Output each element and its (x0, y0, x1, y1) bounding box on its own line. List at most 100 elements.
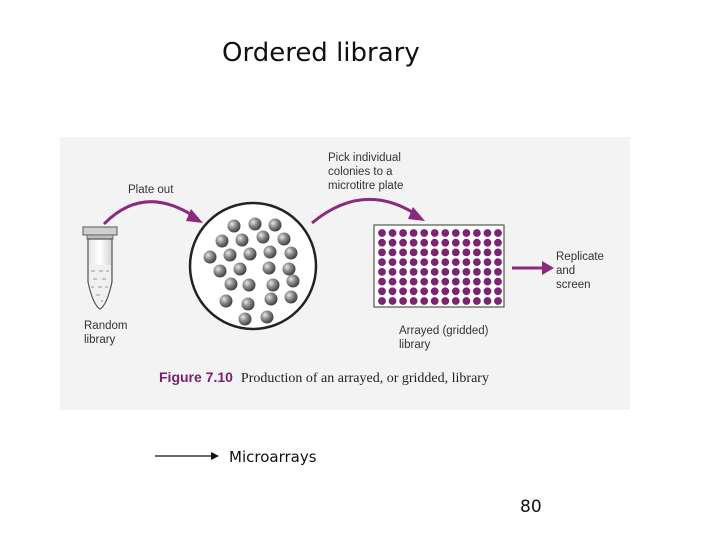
plate-well (430, 268, 439, 276)
plate-well (420, 297, 429, 305)
plate-well (409, 268, 418, 276)
plate-well (451, 268, 460, 276)
plate-well (399, 287, 407, 296)
plate-well (473, 297, 481, 305)
colonies (203, 217, 300, 326)
plate-well (420, 229, 429, 237)
replicate-screen-label: Replicate and screen (556, 251, 604, 291)
plate-well (441, 297, 450, 305)
pick-arrow (311, 198, 425, 225)
plate-well (483, 238, 492, 247)
plate-out-arrow (102, 200, 203, 226)
plate-well (420, 248, 429, 257)
plate-well (462, 268, 471, 276)
page-number: 80 (520, 497, 542, 517)
colony (286, 274, 300, 288)
plate-well (430, 238, 439, 247)
colony (241, 297, 255, 311)
plate-well (388, 229, 397, 237)
figure-7-10: Plate out Pick individual colonies to a … (60, 137, 630, 410)
arrayed-library-label: Arrayed (gridded) library (399, 325, 489, 351)
plate-well (430, 248, 439, 257)
plate-well (420, 268, 429, 276)
colony (268, 218, 282, 232)
plate-well (430, 258, 439, 266)
plate-well (451, 297, 460, 305)
plate-well (473, 268, 481, 276)
petri-dish (188, 201, 318, 331)
plate-well (441, 229, 450, 237)
plate-well (399, 238, 407, 247)
plate-well (388, 287, 397, 296)
plate-well (473, 287, 481, 296)
plate-well (399, 248, 407, 257)
random-library-label: Random library (84, 320, 128, 346)
plate-well (399, 268, 407, 276)
plate-well (451, 287, 460, 296)
plate-well (388, 258, 397, 266)
plate-well (420, 258, 429, 266)
plate-well (409, 297, 418, 305)
plate-well (462, 229, 471, 237)
plate-well (399, 229, 407, 237)
plate-well (451, 258, 460, 266)
plate-well (462, 277, 471, 286)
plate-well (399, 297, 407, 305)
slide-title: Ordered library (222, 38, 420, 68)
plate-well (441, 238, 450, 247)
plate-well (483, 258, 492, 266)
plate-well (483, 248, 492, 257)
plate-well (462, 297, 471, 305)
colony (243, 247, 257, 261)
colony (264, 292, 278, 306)
replicate-arrow (512, 261, 554, 275)
colony (203, 250, 217, 264)
plate-well (451, 248, 460, 257)
plate-well (441, 287, 450, 296)
colony (266, 278, 280, 292)
plate-well (409, 277, 418, 286)
plate-out-label: Plate out (128, 184, 174, 196)
plate-well (462, 238, 471, 247)
colony (223, 248, 237, 262)
pick-colonies-label: Pick individual colonies to a microtitre… (328, 152, 404, 192)
plate-well (494, 229, 502, 237)
plate-well (388, 277, 397, 286)
plate-well (420, 238, 429, 247)
microarrays-label: Microarrays (229, 448, 317, 466)
colony (282, 262, 296, 276)
plate-well (378, 248, 386, 257)
plate-well (494, 287, 502, 296)
plate-well (451, 238, 460, 247)
plate-well (494, 268, 502, 276)
colony (233, 262, 247, 276)
plate-well (409, 287, 418, 296)
plate-well (473, 248, 481, 257)
plate-well (388, 297, 397, 305)
plate-well (378, 287, 386, 296)
plate-well (441, 248, 450, 257)
plate-well (420, 277, 429, 286)
plate-well (494, 248, 502, 257)
colony (284, 290, 298, 304)
plate-well (451, 277, 460, 286)
plate-well (409, 248, 418, 257)
plate-well (462, 248, 471, 257)
plate-well (494, 238, 502, 247)
plate-well (399, 258, 407, 266)
microtitre-plate (373, 224, 505, 308)
colony (262, 261, 276, 275)
colony (284, 246, 298, 260)
plate-well (473, 238, 481, 247)
plate-well (378, 238, 386, 247)
plate-well (388, 268, 397, 276)
plate-well (430, 287, 439, 296)
plate-well (441, 277, 450, 286)
plate-well (430, 229, 439, 237)
plate-well (378, 268, 386, 276)
colony (227, 219, 241, 233)
plate-well (378, 229, 386, 237)
plate-well (409, 258, 418, 266)
plate-well (462, 287, 471, 296)
colony (215, 234, 229, 248)
